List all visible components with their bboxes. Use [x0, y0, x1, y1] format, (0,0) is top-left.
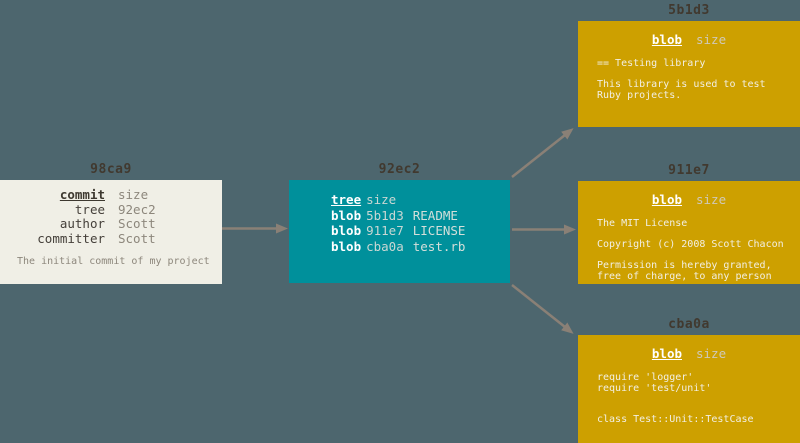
entry-filename: LICENSE — [412, 223, 466, 238]
blob-header: blob size — [578, 21, 800, 48]
commit-field-key: author — [59, 216, 105, 231]
code-line: require 'test/unit' — [597, 382, 712, 394]
entry-hash: 911e7 — [366, 223, 404, 238]
blob-type: blob — [651, 32, 682, 47]
code-line: The MIT License — [597, 218, 688, 229]
entry-type: blob — [331, 223, 362, 238]
commit-field-key: commit — [59, 187, 105, 202]
entry-hash: cba0a — [366, 238, 404, 254]
blob-type: blob — [651, 346, 682, 361]
blob-content: The MIT License Copyright (c) 2008 Scott… — [578, 218, 800, 282]
entry-type: blob — [331, 207, 362, 223]
code-line — [597, 394, 800, 405]
code-line: class Test::Unit::TestCase — [597, 414, 754, 425]
commit-field-key: tree — [74, 201, 105, 217]
arrow-tree-to-blob-testrb — [511, 284, 574, 334]
tree-hash-label: 92ec2 — [378, 162, 421, 177]
blob-type: blob — [651, 192, 682, 207]
blob-content: == Testing library This library is used … — [578, 58, 800, 101]
commit-field-value: size — [118, 187, 149, 202]
commit-field-value: 92ec2 — [118, 201, 156, 217]
commit-field-row: committer Scott — [0, 230, 222, 247]
blob-size: size — [696, 192, 727, 207]
blob-hash-label: 5b1d3 — [668, 3, 710, 18]
blob-header: blob size — [578, 181, 800, 208]
blob-content: require 'logger' require 'test/unit' cla… — [578, 372, 800, 426]
entry-filename: test.rb — [412, 238, 466, 254]
entry-type: blob — [331, 238, 362, 254]
code-line: free of charge, to any person — [597, 270, 772, 282]
tree-size: size — [366, 192, 397, 207]
blob-hash-label: 911e7 — [668, 163, 710, 178]
commit-message: The initial commit of my project — [17, 256, 210, 267]
commit-field-key: committer — [37, 230, 105, 246]
blob-header: blob size — [578, 335, 800, 362]
blob-object-box-testrb: cba0a blob size require 'logger' require … — [578, 317, 800, 443]
arrow-tree-to-blob-readme — [511, 128, 574, 178]
commit-hash-label: 98ca9 — [90, 162, 132, 177]
code-line: This library is used to test — [597, 79, 766, 90]
blob-size: size — [696, 32, 727, 47]
entry-hash: 5b1d3 — [366, 207, 404, 223]
tree-entry-row: blob 911e7 LICENSE — [331, 223, 510, 239]
tree-header-row: tree size — [331, 192, 510, 208]
code-line: require 'logger' — [597, 372, 694, 383]
commit-field-row: commit size — [0, 187, 222, 203]
commit-field-row: author Scott — [0, 216, 222, 232]
blob-object-box-license: 911e7 blob size The MIT License Copyright… — [578, 163, 800, 284]
code-line: Ruby projects. — [597, 89, 682, 101]
blob-size: size — [696, 346, 727, 361]
blob-object-box-readme: 5b1d3 blob size == Testing library This l… — [578, 3, 800, 127]
blob-hash-label: cba0a — [668, 317, 710, 332]
entry-filename: README — [412, 207, 458, 223]
code-line: == Testing library — [597, 58, 706, 69]
commit-field-row: tree 92ec2 — [0, 201, 222, 218]
code-line: Copyright (c) 2008 Scott Chacon — [597, 239, 784, 250]
tree-type: tree — [331, 192, 362, 207]
commit-field-value: Scott — [118, 216, 156, 231]
code-line: Permission is hereby granted, — [597, 260, 772, 271]
commit-field-value: Scott — [118, 230, 156, 246]
